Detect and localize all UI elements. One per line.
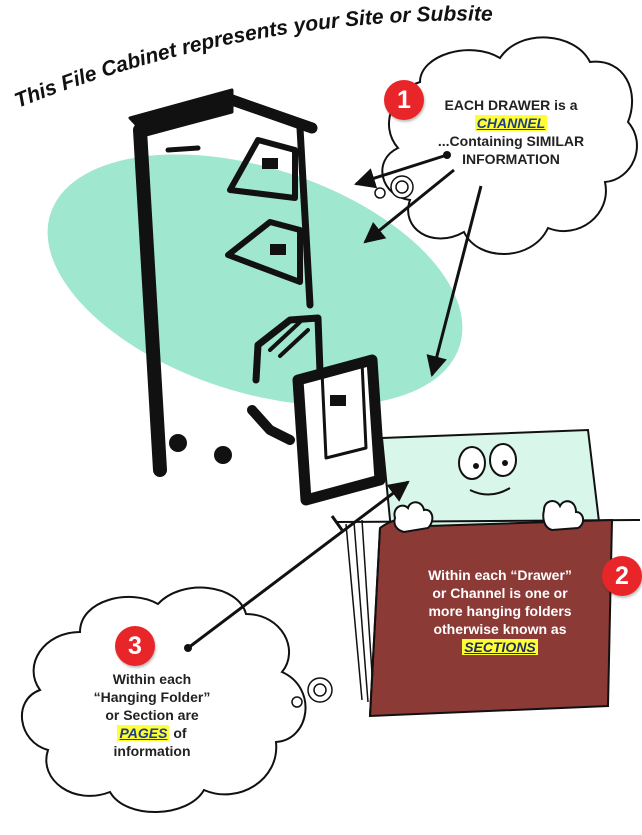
arrow-origin-dot — [184, 644, 192, 652]
callout-badge-3: 3 — [115, 626, 155, 666]
keyword-sections: SECTIONS — [462, 639, 538, 655]
callout-2-line-4: otherwise known as — [396, 620, 604, 638]
callout-1-line-1: EACH DRAWER is a — [436, 96, 586, 114]
callout-1-line-2: ...Containing SIMILAR — [436, 132, 586, 150]
keyword-channel: CHANNEL — [475, 115, 547, 131]
callout-3-line-1: Within each — [72, 670, 232, 688]
callout-3-line-4: information — [72, 742, 232, 760]
callout-badge-1: 1 — [384, 80, 424, 120]
callout-2-line-3: more hanging folders — [396, 602, 604, 620]
callout-1-line-3: INFORMATION — [436, 150, 586, 168]
keyword-pages: PAGES — [117, 725, 169, 741]
callout-3-line-3: or Section are — [72, 706, 232, 724]
callout-text-3: Within each “Hanging Folder” or Section … — [72, 670, 232, 760]
callout-2-line-2: or Channel is one or — [396, 584, 604, 602]
callout-badge-2: 2 — [602, 556, 642, 596]
callout-3-line-2: “Hanging Folder” — [72, 688, 232, 706]
callout-text-1: EACH DRAWER is a CHANNEL ...Containing S… — [436, 96, 586, 168]
callout-2-line-1: Within each “Drawer” — [396, 566, 604, 584]
callout-text-2: Within each “Drawer” or Channel is one o… — [396, 566, 604, 656]
keyword-pages-suffix: of — [169, 725, 186, 741]
